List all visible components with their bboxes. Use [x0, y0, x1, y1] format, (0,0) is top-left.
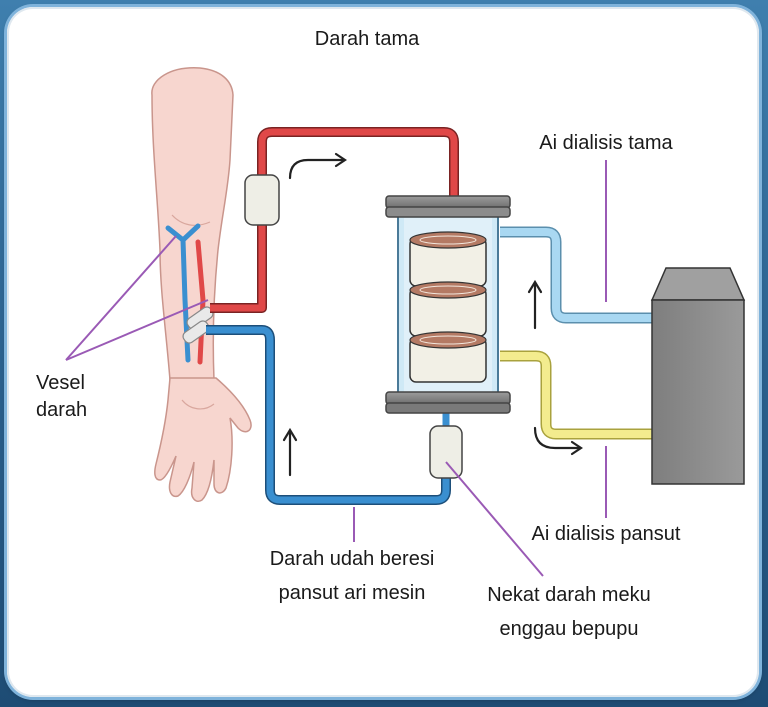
dialyzer: [386, 196, 510, 413]
label-blood-vessels-1: Vesel: [36, 372, 85, 394]
label-dialysate-out: Ai dialisis pansut: [532, 523, 681, 545]
dialysate-out-tube-fill: [500, 356, 658, 434]
dialysate-out-tube: [500, 356, 658, 434]
dialyzer-cylinder-middle: [410, 282, 486, 336]
label-blood-vessels-2: darah: [36, 399, 87, 421]
leader-clot-trap: [446, 462, 543, 576]
label-clean-blood-1: Darah udah beresi: [270, 548, 435, 570]
dialysis-machine: [652, 268, 744, 484]
label-dialysate-in: Ai dialisis tama: [539, 132, 673, 154]
label-incoming-blood: Darah tama: [315, 28, 420, 50]
blood-pump: [245, 175, 279, 225]
dialysate-in-tube-fill: [500, 232, 658, 318]
leader-lines: [66, 160, 606, 576]
clot-trap-chamber: [430, 426, 462, 478]
dialyzer-cylinder-top: [410, 232, 486, 286]
label-clean-blood-2: pansut ari mesin: [279, 582, 426, 604]
label-clot-trap-2: enggau bepupu: [499, 618, 638, 640]
dialyzer-cylinder-bottom: [410, 332, 486, 382]
label-clot-trap-1: Nekat darah meku: [487, 584, 650, 606]
dialysate-in-tube: [500, 232, 658, 318]
arrow-right-icon: [290, 160, 344, 178]
leader-vessel-top: [66, 236, 176, 360]
